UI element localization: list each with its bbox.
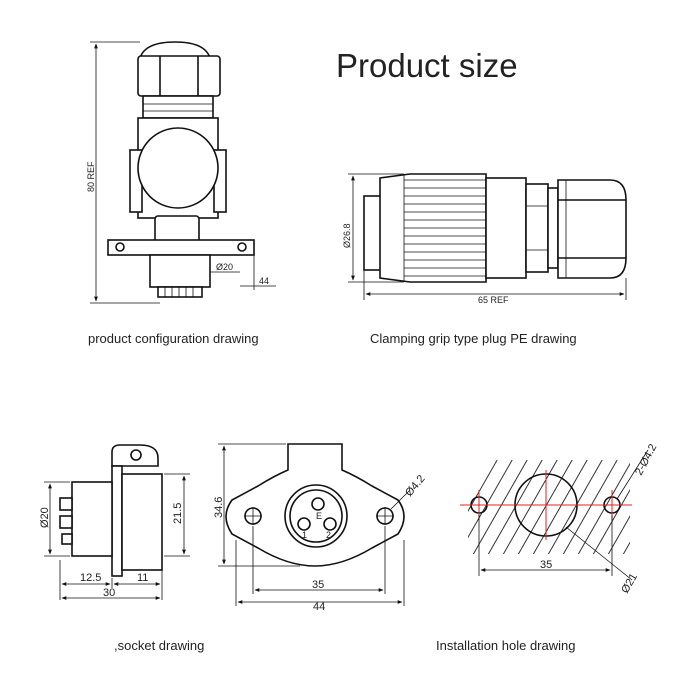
- installation-hole-drawing: 35 2-Ø4.2 Ø21: [460, 442, 700, 596]
- socket-front-drawing: E 1 2 34.6 Ø4.2 35 44: [213, 443, 428, 613]
- panel-hatch-line: [472, 460, 528, 554]
- panel-hatch-line: [562, 460, 618, 554]
- panel-hatch-line: [502, 460, 558, 554]
- panel-hatch-line: [607, 515, 630, 554]
- panel-hatch-line: [547, 460, 603, 554]
- config-width-label: 44: [259, 276, 269, 286]
- caption-config: product configuration drawing: [88, 331, 259, 346]
- socket-side-drawing: Ø20 21.5 12.5 11 30: [39, 444, 190, 600]
- pin-1-label: 1: [302, 530, 307, 540]
- socket-b-label: 11: [137, 572, 148, 584]
- caption-plug: Clamping grip type plug PE drawing: [370, 331, 577, 346]
- socket-a-label: 12.5: [80, 572, 101, 584]
- plug-dia-label: Ø26.8: [342, 223, 352, 248]
- hole-center-label: Ø21: [619, 571, 640, 595]
- panel-hatch-line: [650, 455, 700, 560]
- hole-pitch-label: 35: [540, 559, 552, 571]
- socket-dia-label: Ø20: [39, 507, 51, 528]
- pin-2-label: 2: [326, 530, 331, 540]
- front-width-label: 44: [313, 601, 325, 613]
- plug-pe-drawing: Ø26.8 65 REF: [342, 173, 627, 305]
- hole-spec-label: 2-Ø4.2: [633, 442, 659, 477]
- front-hole-label: Ø4.2: [403, 473, 428, 499]
- socket-height-label: 21.5: [172, 503, 184, 524]
- page-title: Product size: [336, 47, 518, 84]
- pin-e-label: E: [316, 511, 322, 521]
- caption-install: Installation hole drawing: [436, 638, 575, 653]
- plug-length-label: 65 REF: [478, 295, 509, 305]
- panel-hatch-line: [517, 460, 573, 554]
- caption-socket: ,socket drawing: [114, 638, 204, 653]
- panel-hatch-line: [468, 460, 498, 513]
- front-pitch-label: 35: [312, 579, 324, 591]
- config-height-label: 80 REF: [86, 161, 96, 192]
- panel-hatch-line: [468, 460, 513, 539]
- config-dia-label: Ø20: [216, 262, 233, 272]
- panel-hatch-line: [622, 541, 630, 554]
- socket-total-label: 30: [103, 587, 115, 599]
- panel-hatch-line: [532, 460, 588, 554]
- front-height-label: 34.6: [213, 497, 225, 518]
- product-configuration-drawing: 80 REF Ø20 44: [86, 41, 276, 304]
